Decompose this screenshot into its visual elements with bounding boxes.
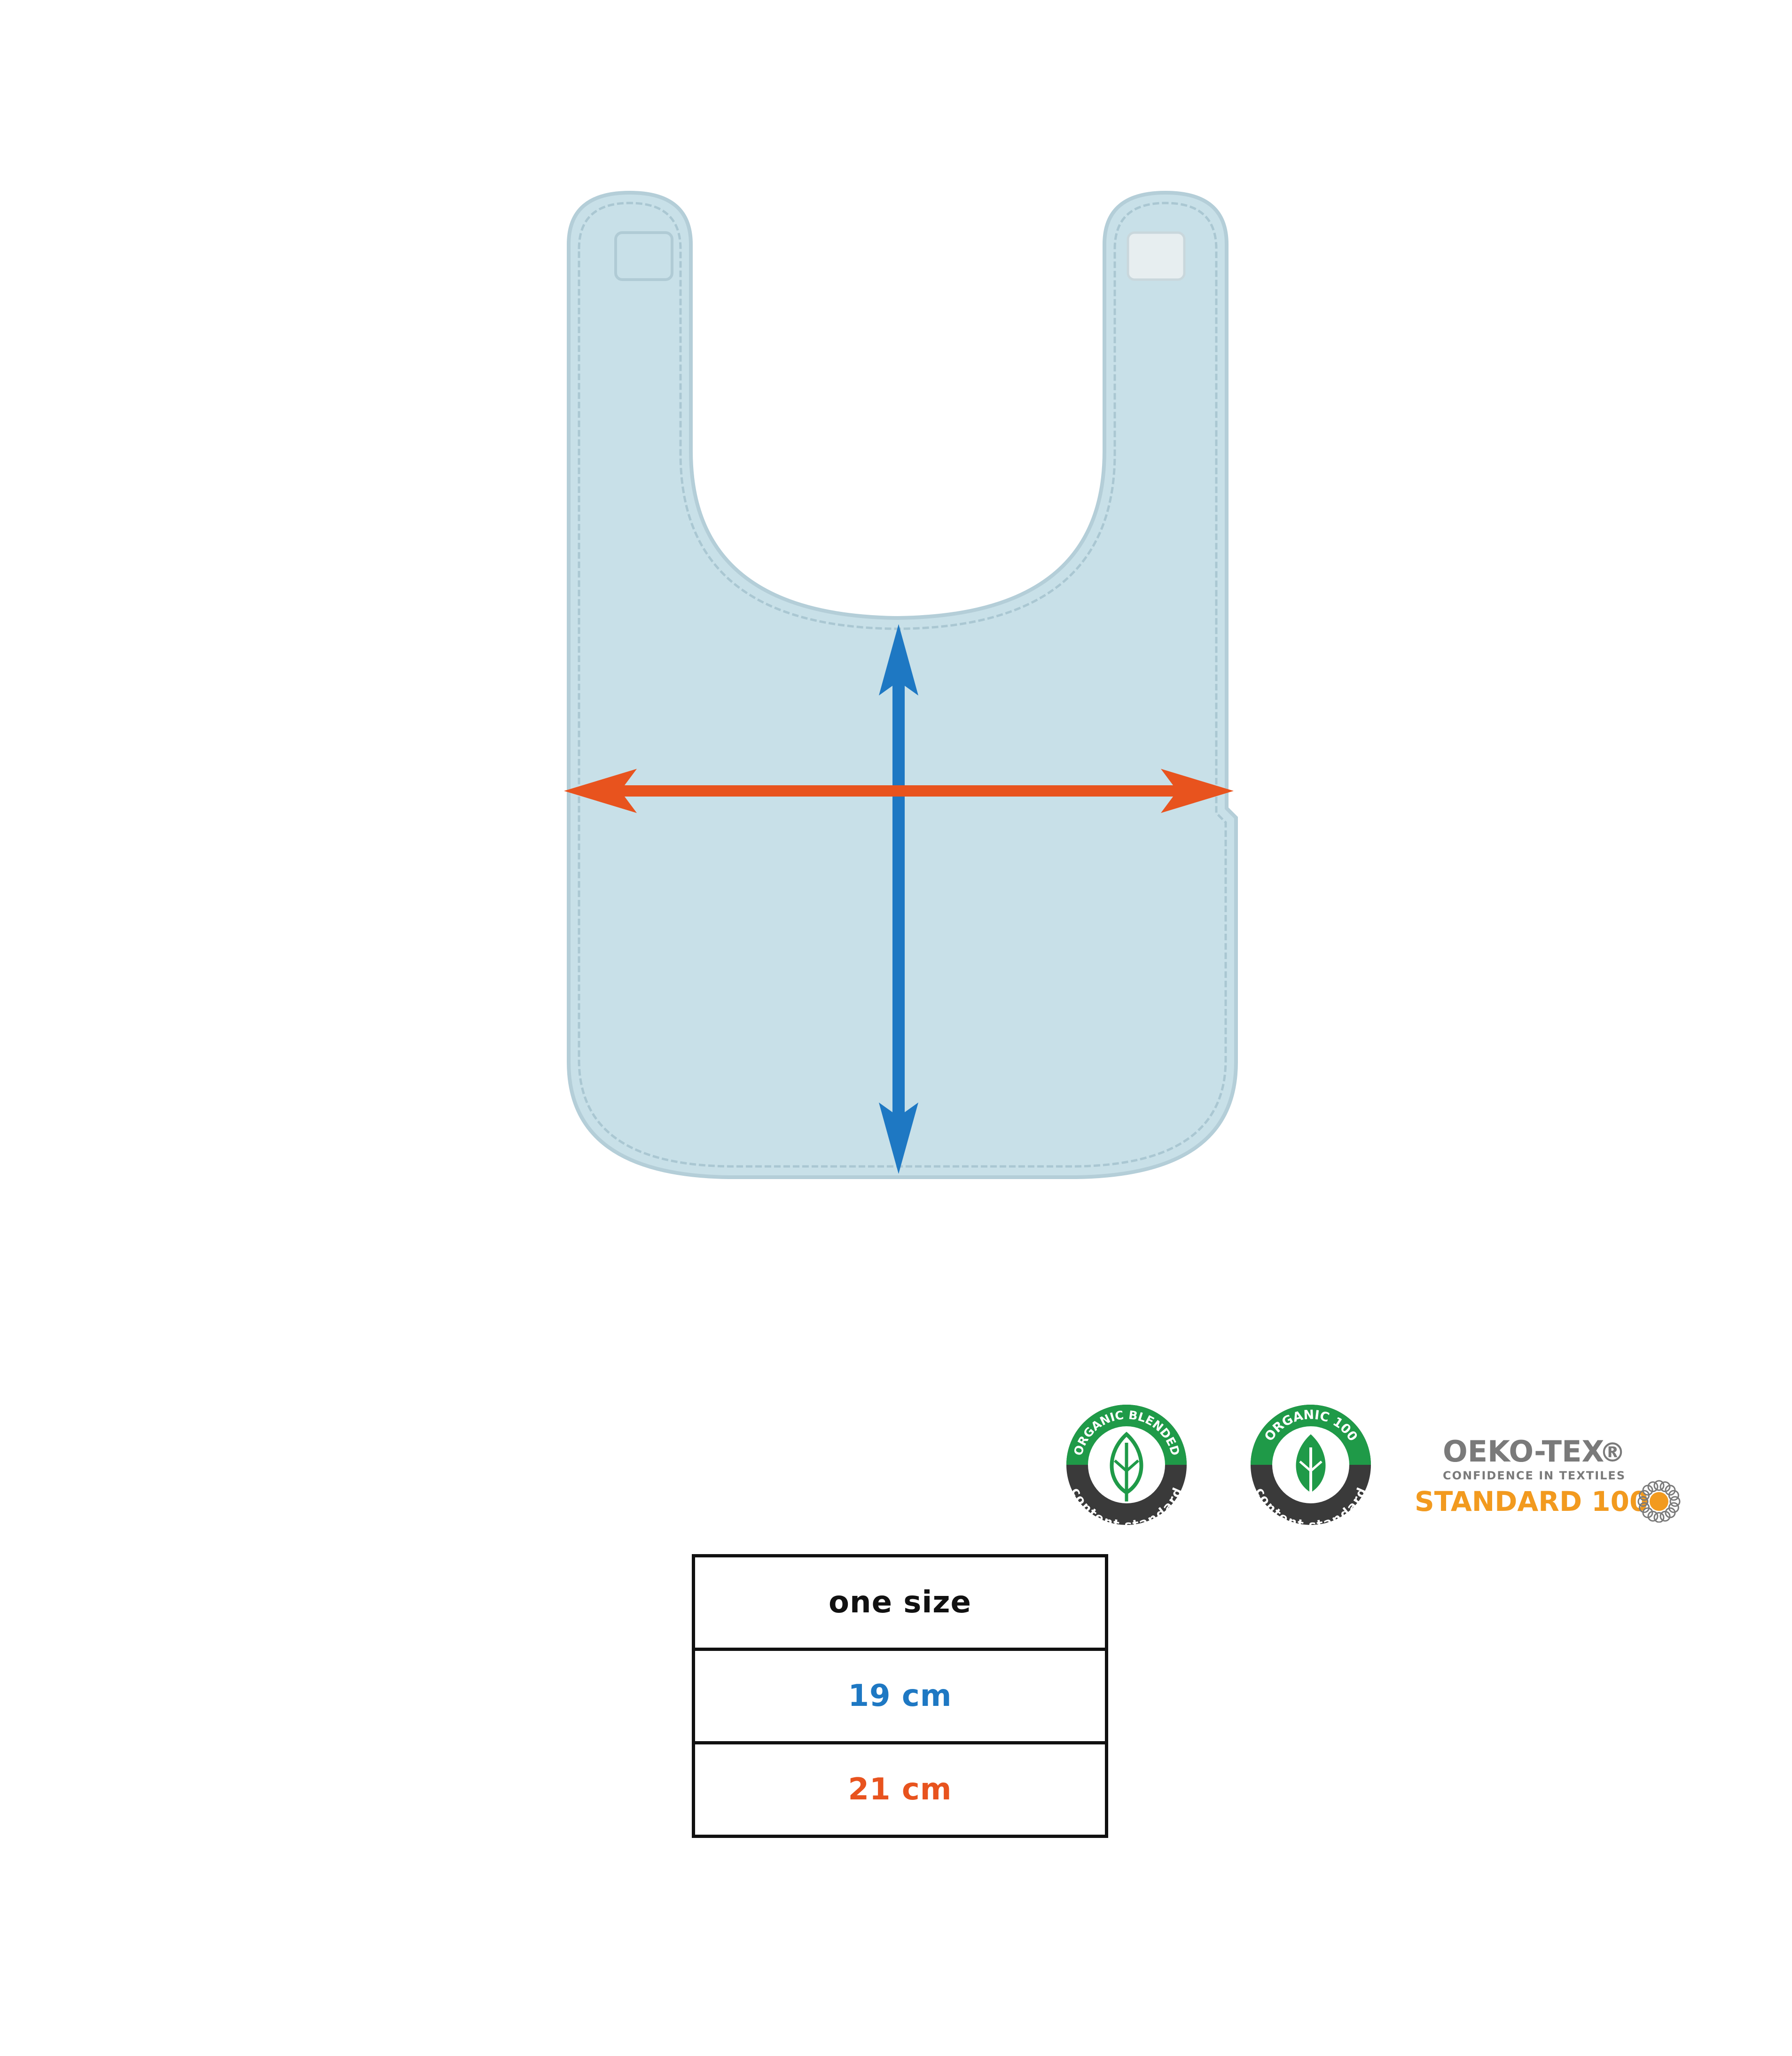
flower-petal: [1647, 1481, 1659, 1493]
width-arrow-icon: [564, 769, 1234, 813]
flower-petal: [1637, 1496, 1649, 1507]
oeko-tex-standard: STANDARD 100: [1415, 1485, 1648, 1517]
bib-stitch-line: [578, 202, 1227, 1168]
oeko-tex-badge: OEKO-TEX ® CONFIDENCE IN TEXTILES STANDA…: [1415, 1429, 1706, 1523]
organic-blended-badge: ORGANIC BLENDED content standard: [1062, 1400, 1191, 1533]
length-value-cell: 19 cm: [692, 1648, 1108, 1744]
flower-petal: [1639, 1502, 1650, 1513]
flower-emblem-icon: [1637, 1480, 1681, 1523]
flower-petal: [1653, 1512, 1665, 1523]
velcro-tab-left: [614, 231, 673, 281]
table-row: one size: [692, 1554, 1108, 1651]
flower-petal: [1668, 1490, 1679, 1501]
bib-diagram: [564, 190, 1238, 1179]
velcro-tab-right: [1127, 231, 1186, 281]
flower-center: [1650, 1492, 1668, 1511]
width-value-cell: 21 cm: [692, 1741, 1108, 1838]
flower-petal: [1653, 1480, 1665, 1491]
length-arrow-icon: [879, 624, 918, 1174]
size-table: one size 19 cm 21 cm: [692, 1554, 1108, 1838]
size-header-cell: one size: [692, 1554, 1108, 1651]
oeko-tex-tagline: CONFIDENCE IN TEXTILES: [1443, 1469, 1626, 1482]
organic-100-badge: ORGANIC 100 content standard: [1246, 1400, 1376, 1533]
oeko-tex-registered: ®: [1599, 1438, 1626, 1468]
oeko-tex-logo: OEKO-TEX ® CONFIDENCE IN TEXTILES STANDA…: [1415, 1434, 1681, 1523]
oeko-tex-title: OEKO-TEX: [1443, 1434, 1604, 1469]
leaf-icon: ORGANIC BLENDED content standard: [1066, 1405, 1187, 1533]
leaf-icon: ORGANIC 100 content standard: [1251, 1405, 1371, 1533]
flower-petal: [1659, 1510, 1671, 1522]
table-row: 21 cm: [692, 1741, 1108, 1838]
flower-petal: [1669, 1496, 1681, 1507]
table-row: 19 cm: [692, 1648, 1108, 1744]
